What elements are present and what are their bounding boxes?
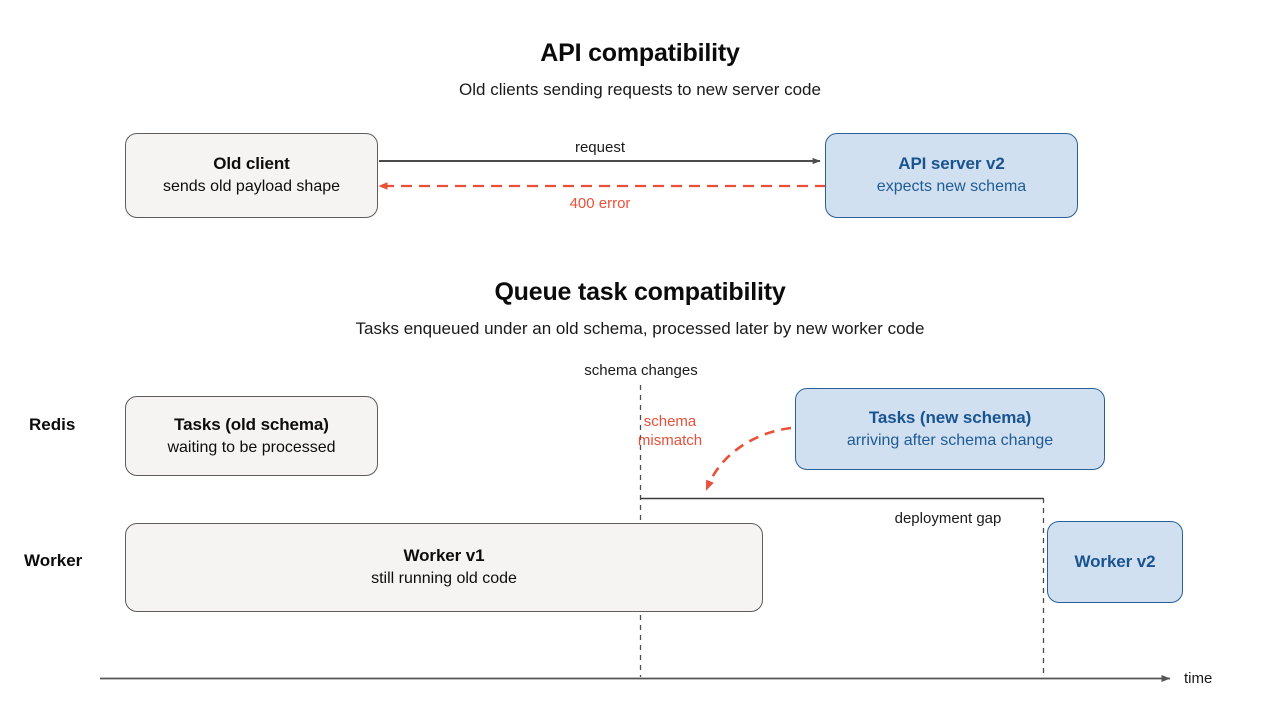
- api-server-v2-subtitle: expects new schema: [876, 178, 1027, 196]
- tasks-new-schema-box[interactable]: Tasks (new schema) arriving after schema…: [795, 388, 1105, 470]
- old-client-box[interactable]: Old client sends old payload shape: [125, 133, 378, 218]
- schema-mismatch-line2: mismatch: [637, 431, 703, 449]
- old-client-title: Old client: [213, 154, 290, 174]
- api-server-v2-box[interactable]: API server v2 expects new schema: [825, 133, 1078, 218]
- worker-v1-box[interactable]: Worker v1 still running old code: [125, 523, 763, 612]
- deployment-gap-label: deployment gap: [894, 510, 1002, 527]
- worker-v2-box[interactable]: Worker v2: [1047, 521, 1183, 603]
- schema-changes-label: schema changes: [584, 362, 698, 379]
- queue-section-title: Queue task compatibility: [494, 278, 786, 306]
- tasks-old-schema-title: Tasks (old schema): [174, 414, 329, 434]
- tasks-old-schema-box[interactable]: Tasks (old schema) waiting to be process…: [125, 396, 378, 476]
- tasks-old-schema-subtitle: waiting to be processed: [167, 438, 336, 456]
- lane-label-redis: Redis: [29, 415, 76, 434]
- tasks-new-schema-title: Tasks (new schema): [868, 407, 1032, 427]
- queue-section-subtitle: Tasks enqueued under an old schema, proc…: [355, 319, 925, 338]
- tasks-new-schema-subtitle: arriving after schema change: [846, 431, 1054, 449]
- worker-v2-title: Worker v2: [1074, 552, 1156, 572]
- worker-v1-subtitle: still running old code: [371, 570, 517, 588]
- lane-label-worker: Worker: [24, 551, 83, 570]
- worker-v1-title: Worker v1: [403, 546, 485, 566]
- schema-mismatch-line1: schema: [643, 413, 697, 430]
- error-label: 400 error: [569, 195, 631, 212]
- old-client-subtitle: sends old payload shape: [162, 178, 341, 196]
- time-axis-label: time: [1184, 670, 1213, 687]
- api-server-v2-title: API server v2: [898, 154, 1005, 174]
- api-section-title: API compatibility: [540, 39, 740, 67]
- request-label: request: [574, 139, 626, 156]
- schema-mismatch-label: schema mismatch: [610, 413, 730, 451]
- api-section-subtitle: Old clients sending requests to new serv…: [459, 80, 821, 99]
